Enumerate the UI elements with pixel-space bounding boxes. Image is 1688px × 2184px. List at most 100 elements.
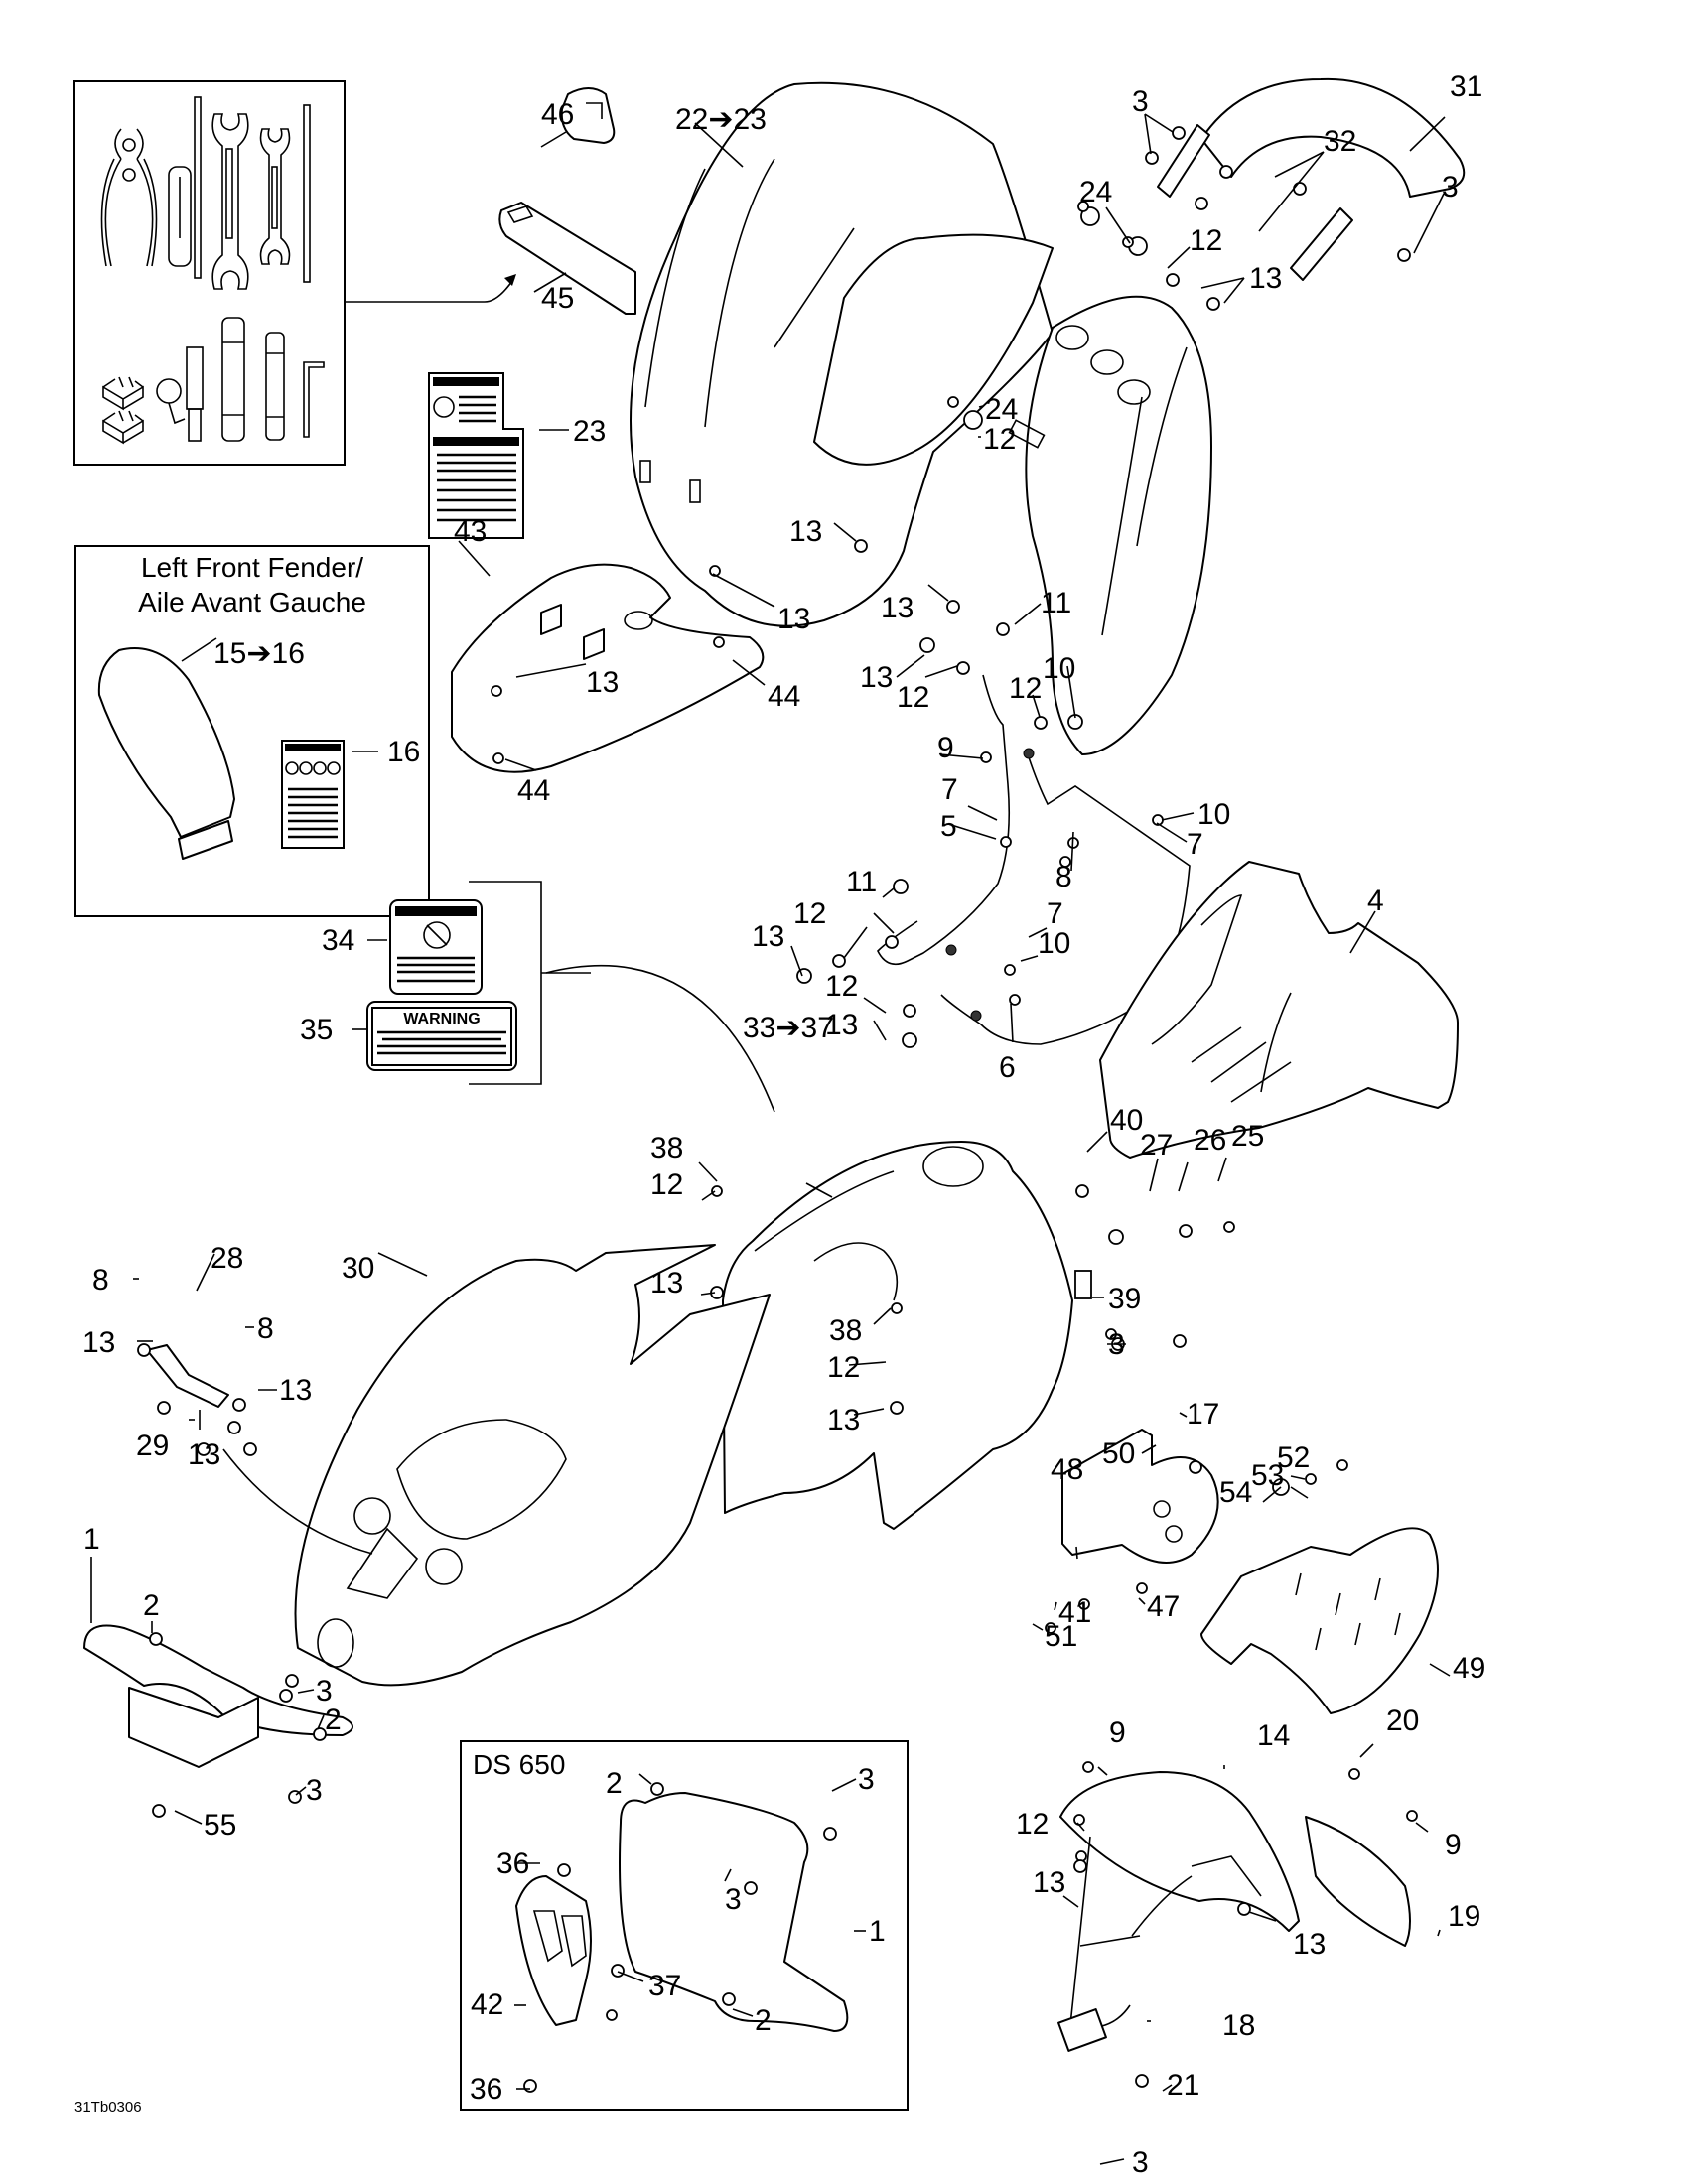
callout-13: 13	[279, 1374, 312, 1407]
part-30-front-fender	[294, 1244, 771, 1687]
callout-7: 7	[1187, 828, 1203, 861]
decal-group-34-35: WARNING	[366, 881, 591, 1085]
callout-3: 3	[725, 1883, 742, 1916]
callout-38: 38	[829, 1314, 862, 1347]
part-42-skid-plate	[515, 1875, 592, 2026]
part-16-decal	[281, 740, 345, 849]
callout-13: 13	[650, 1267, 683, 1299]
callout-13: 13	[789, 515, 822, 548]
part-34-decal	[389, 899, 483, 995]
callout-12: 12	[1190, 224, 1222, 257]
callout-37: 37	[648, 1970, 681, 2002]
hex-key-icon	[303, 361, 325, 438]
callout-13: 13	[827, 1404, 860, 1436]
callout-24: 24	[985, 393, 1018, 426]
callout-45: 45	[541, 282, 574, 315]
callout-27: 27	[1140, 1129, 1173, 1161]
ds650-inset: DS 650	[460, 1740, 909, 2111]
tool-kit-inset	[73, 80, 346, 466]
callout-labels: 46 45 22➔23 23 31 3 32 3 24 12 13 24 12 …	[82, 70, 1485, 2179]
callout-6: 6	[999, 1051, 1016, 1084]
part-19-mud-flap	[1305, 1816, 1411, 1947]
part-1-front-bumper	[83, 1624, 353, 1768]
callout-13: 13	[860, 661, 893, 694]
part-45-tool-bag	[498, 202, 636, 315]
callout-46: 46	[541, 98, 574, 131]
callout-10: 10	[1038, 927, 1070, 960]
socket-wrench-small-icon	[265, 332, 285, 441]
callout-31: 31	[1450, 70, 1482, 103]
callout-13: 13	[82, 1326, 115, 1359]
part-46-tool-bag-clip	[560, 87, 616, 144]
callout-9: 9	[937, 732, 954, 764]
decal-leader-arc	[545, 965, 775, 1113]
callout-39: 39	[1108, 1283, 1141, 1315]
bracket-leader-arc	[222, 1448, 373, 1555]
part-31-grab-bar	[1200, 77, 1466, 198]
callout-41: 41	[1058, 1596, 1091, 1629]
callout-44: 44	[517, 774, 550, 807]
hardware-fasteners	[137, 126, 1418, 2093]
callout-13: 13	[752, 920, 784, 953]
part-49-skid-guard	[1200, 1527, 1439, 1714]
callout-44: 44	[768, 680, 800, 713]
screwdriver-icon	[168, 96, 202, 279]
callout-36: 36	[496, 1847, 529, 1880]
callout-8: 8	[257, 1312, 274, 1345]
callout-35: 35	[300, 1014, 333, 1046]
callout-3: 3	[858, 1763, 875, 1796]
part-15-left-front-fender	[97, 647, 235, 838]
callout-34: 34	[322, 924, 354, 957]
callout-12: 12	[1009, 672, 1042, 705]
callout-30: 30	[342, 1252, 374, 1285]
callout-13: 13	[1293, 1928, 1326, 1961]
callout-11: 11	[846, 866, 877, 898]
callout-40: 40	[1110, 1104, 1143, 1137]
callout-12: 12	[650, 1168, 683, 1201]
part-14-right-front-fender	[1057, 1771, 1411, 2052]
callout-12: 12	[793, 897, 826, 930]
callout-22-23: 22➔23	[675, 103, 767, 136]
callout-9: 9	[1109, 1716, 1126, 1749]
figure-code: 31Tb0306	[74, 2099, 142, 2116]
ds650-title: DS 650	[473, 1749, 565, 1780]
callout-8: 8	[92, 1264, 109, 1297]
part-48-license-bracket	[1061, 1429, 1219, 1564]
part-23-decal	[428, 372, 524, 539]
callout-21: 21	[1167, 2069, 1199, 2102]
callout-15-16: 15➔16	[213, 637, 305, 670]
callout-18: 18	[1222, 2009, 1255, 2042]
callout-3: 3	[1132, 85, 1149, 118]
left-front-fender-box	[74, 545, 430, 917]
callout-28: 28	[211, 1242, 243, 1275]
tool-kit-leader	[345, 277, 515, 303]
callout-52: 52	[1277, 1441, 1310, 1474]
callout-16: 16	[387, 736, 420, 768]
callout-17: 17	[1187, 1398, 1219, 1431]
callout-29: 29	[136, 1430, 169, 1462]
callout-55: 55	[204, 1809, 236, 1842]
part-28-bracket	[146, 1344, 229, 1408]
part-4-rear-rack	[1099, 861, 1459, 1159]
callout-38: 38	[650, 1132, 683, 1164]
callout-8: 8	[1055, 861, 1072, 893]
callout-13: 13	[881, 592, 914, 624]
leader-lines	[90, 113, 1451, 2165]
callout-23: 23	[573, 415, 606, 448]
callout-2: 2	[325, 1704, 342, 1736]
callout-3: 3	[1442, 171, 1459, 204]
pressure-gauge-icon	[156, 346, 204, 442]
callout-42: 42	[471, 1988, 503, 2021]
callout-11: 11	[1041, 587, 1071, 619]
inset-title-line2: Aile Avant Gauche	[138, 587, 366, 617]
callout-19: 19	[1448, 1900, 1480, 1933]
callout-12: 12	[897, 681, 929, 714]
callout-12: 12	[983, 423, 1016, 456]
callout-7: 7	[1047, 897, 1063, 930]
decal-35-header: WARNING	[403, 1011, 480, 1027]
callout-25: 25	[1231, 1120, 1264, 1153]
callout-10: 10	[1197, 798, 1230, 831]
callout-36: 36	[470, 2073, 502, 2106]
callout-24: 24	[1079, 176, 1112, 208]
